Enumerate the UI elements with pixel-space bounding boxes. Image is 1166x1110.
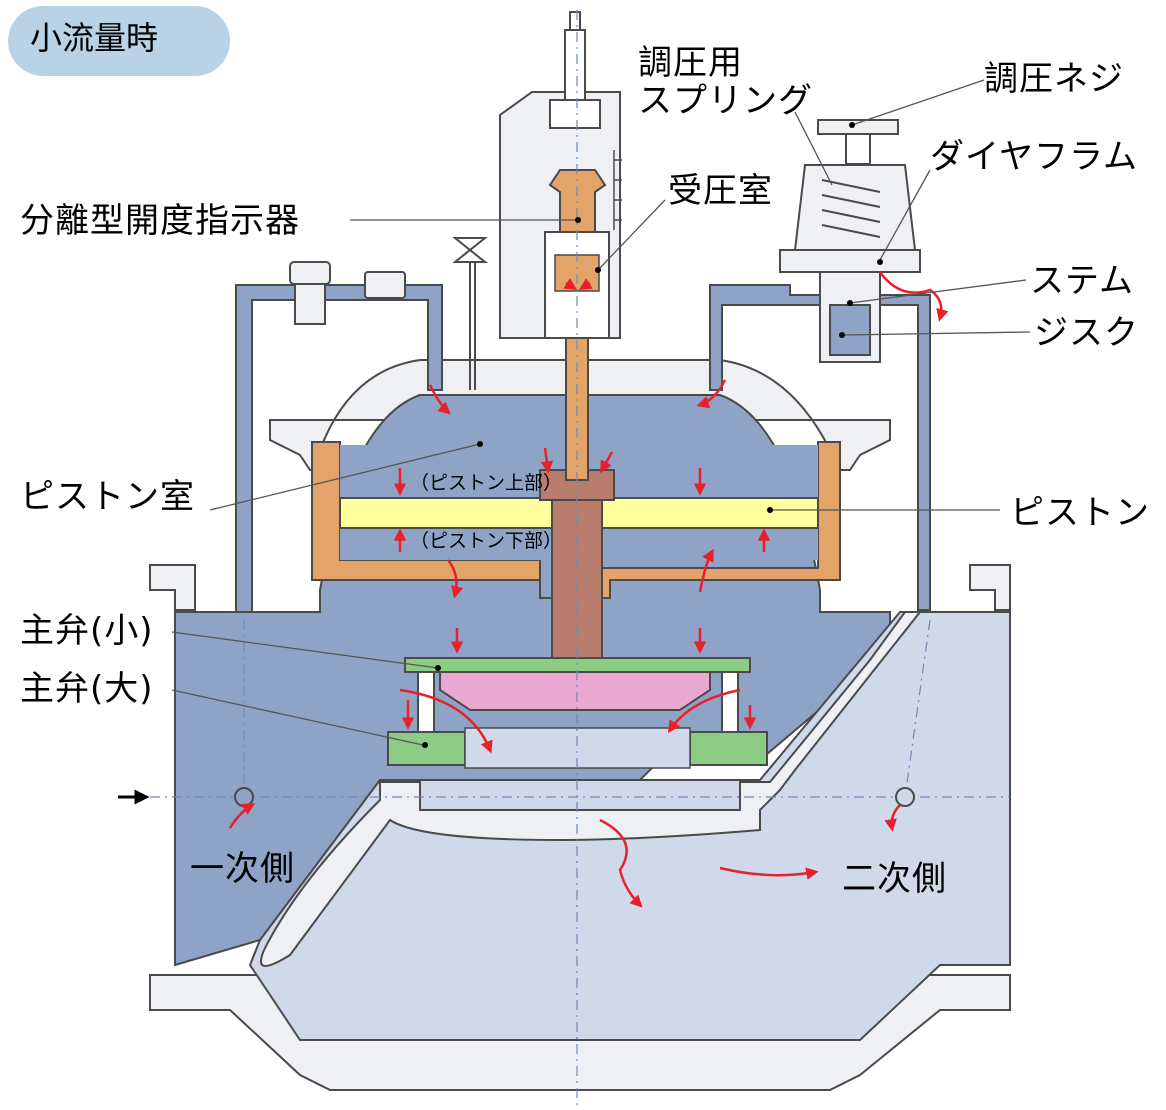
main-valve-small [439, 671, 711, 711]
pilot-valve [779, 119, 921, 363]
primary-sensing-port [234, 787, 254, 807]
disc-label: ジスク [1034, 313, 1139, 353]
pilot-line-right [709, 284, 931, 611]
valve-guides [417, 671, 739, 733]
strainer-fitting [289, 261, 406, 325]
piston-chamber-label: ピストン室 [20, 477, 195, 517]
leader-dots [422, 122, 883, 748]
diaphragm-label: ダイヤフラム [930, 137, 1138, 177]
stem-label: ステム [1030, 261, 1134, 301]
main-valve-small-label: 主弁(小) [20, 611, 154, 651]
top-rod [549, 11, 601, 129]
flow-arrows [228, 271, 949, 908]
main-valve-large-left [387, 731, 466, 766]
piston-upper-label: （ピストン上部） [410, 472, 563, 494]
main-valve-large-label: 主弁(大) [20, 669, 154, 709]
adjusting-spring-label-line1: 調圧用 [638, 43, 743, 83]
pilot-spring [821, 179, 881, 238]
indicator-scale [613, 150, 622, 230]
mode-badge-text: 小流量時 [30, 19, 159, 57]
primary-side-label: 一次側 [190, 849, 295, 889]
secondary-side-label: 二次側 [842, 859, 947, 899]
secondary-sensing-port [895, 787, 915, 807]
opening-indicator-label: 分離型開度指示器 [20, 201, 300, 241]
center-lines [150, 10, 1010, 1105]
body-partition [259, 611, 923, 967]
mode-badge [8, 6, 230, 76]
main-valve-large-right [689, 731, 768, 766]
pressure-chamber-label: 受圧室 [668, 171, 773, 211]
leader-lines [171, 79, 1031, 746]
adjusting-spring-label-line2: スプリング [638, 81, 813, 121]
vent-valve [452, 237, 488, 390]
piston-label: ピストン [1010, 493, 1150, 533]
piston-lower-label: （ピストン下部） [410, 530, 563, 552]
adjusting-screw-label: 調圧ネジ [984, 59, 1124, 99]
